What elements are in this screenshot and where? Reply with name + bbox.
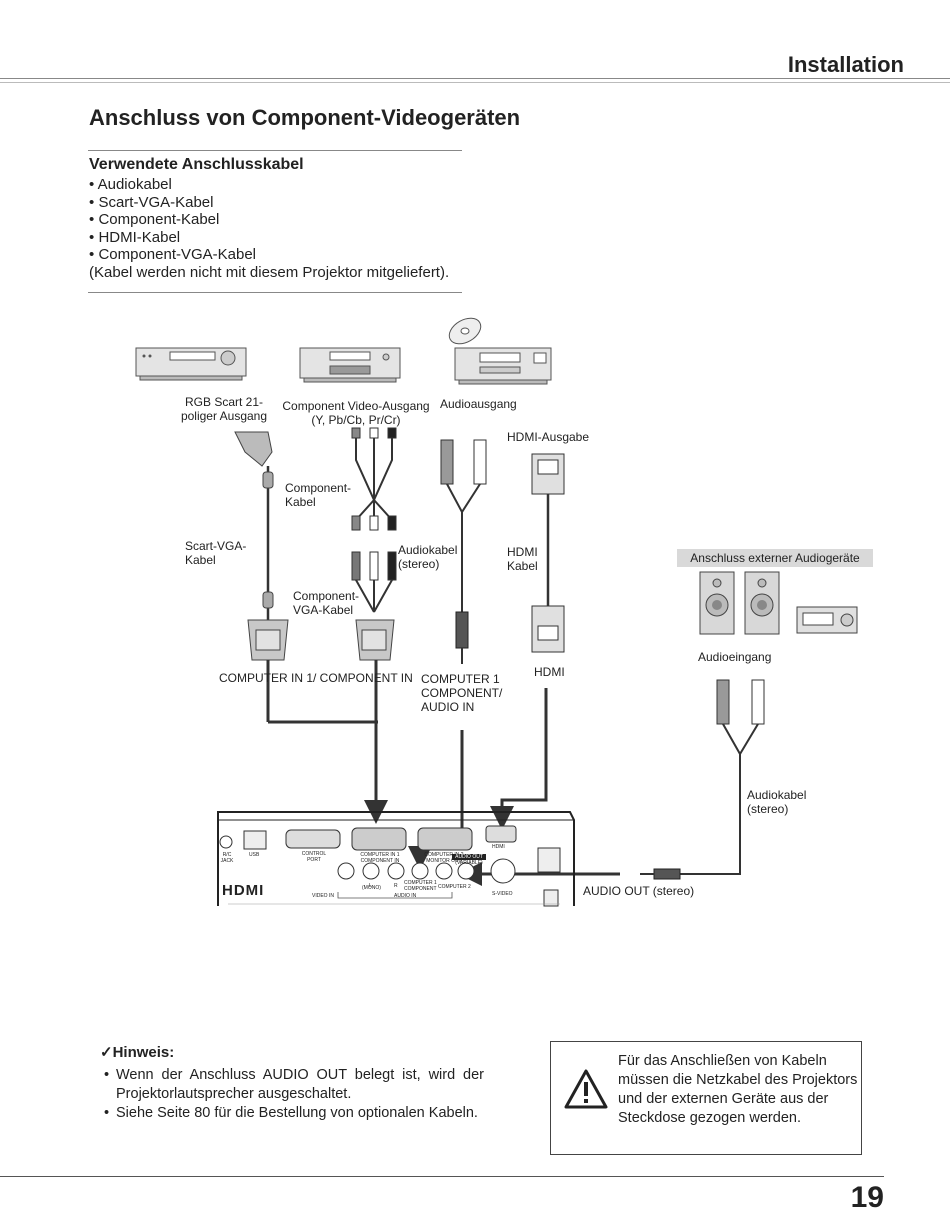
component-vga-cable-label: Component-VGA-Kabel	[293, 589, 360, 617]
cables-note: (Kabel werden nicht mit diesem Projektor…	[89, 263, 450, 281]
panel-l: L	[369, 883, 372, 889]
warning-box: Für das Anschließen von Kabeln müssen di…	[550, 1041, 862, 1155]
footer-rule	[0, 1176, 884, 1177]
scart-out-label: RGB Scart 21-poliger Ausgang	[180, 395, 268, 423]
amplifier-icon	[796, 606, 858, 634]
page-number: 19	[850, 1181, 884, 1214]
panel-hdmi-logo: HDMI	[222, 882, 265, 899]
scart-vga-cable-label: Scart-VGA-Kabel	[185, 539, 247, 567]
page-title: Anschluss von Component-Videogeräten	[89, 105, 521, 130]
component-video-device-icon	[299, 347, 401, 383]
panel-comp2: COMPUTER 2	[438, 884, 471, 890]
component-out-label: Component Video-Ausgang(Y, Pb/Cb, Pr/Cr)	[282, 399, 430, 427]
audio-out-stereo-label: AUDIO OUT (stereo)	[583, 884, 695, 898]
cables-list: • Audiokabel • Scart-VGA-Kabel • Compone…	[89, 176, 449, 282]
section-title: Installation	[787, 52, 904, 77]
warning-triangle-icon	[564, 1069, 608, 1109]
audio-out-label: Audioausgang	[440, 397, 517, 411]
note-item: •Siehe Seite 80 für die Bestellung von o…	[104, 1105, 478, 1121]
check-icon: ✓	[100, 1044, 113, 1061]
component-cable-icon	[268, 427, 397, 824]
note-item: •Wenn der Anschluss AUDIO OUT belegt ist…	[104, 1067, 484, 1102]
panel-variable: (VARIABLE)	[455, 860, 483, 866]
cable-item: • Audiokabel	[89, 176, 172, 193]
hdmi-port-label: HDMI	[534, 665, 565, 679]
cable-item: • Scart-VGA-Kabel	[89, 193, 214, 211]
panel-video-in: VIDEO IN	[312, 893, 334, 899]
note-heading: ✓Hinweis:	[100, 1044, 175, 1061]
header-rule	[0, 78, 950, 79]
cables-rule-top	[88, 150, 462, 151]
panel-s-video: S-VIDEO	[492, 891, 513, 897]
audio-cable-icon	[408, 439, 487, 870]
speakers-icon	[699, 571, 780, 635]
audio-player-icon	[448, 317, 552, 385]
panel-audio-out: AUDIO OUT	[452, 854, 486, 860]
scart-device-icon	[135, 347, 247, 381]
hdmi-out-label: HDMI-Ausgabe	[507, 430, 590, 444]
external-audio-title: Anschluss externer Audiogeräte	[677, 549, 873, 567]
cable-item: • Component-Kabel	[89, 211, 220, 229]
audio-input-label: Audioeingang	[698, 650, 772, 664]
panel-usb: USB	[249, 852, 260, 858]
external-audio-cable-icon	[458, 679, 765, 886]
computer-in-label: COMPUTER IN 1/ COMPONENT IN	[219, 671, 413, 685]
note-list: •Wenn der Anschluss AUDIO OUT belegt ist…	[104, 1066, 484, 1123]
projector-panel	[217, 811, 575, 907]
audio-cable-label: Audiokabel(stereo)	[398, 543, 458, 571]
header-rule-thin	[0, 82, 950, 83]
external-audio-cable-label: Audiokabel(stereo)	[747, 788, 807, 816]
component-cable-label: Component-Kabel	[285, 481, 352, 509]
panel-hdmi: HDMI	[492, 844, 505, 850]
panel-r: R	[394, 883, 398, 889]
cables-heading: Verwendete Anschlusskabel	[89, 156, 304, 173]
cables-rule-bottom	[88, 292, 462, 293]
warning-text: Für das Anschließen von Kabeln müssen di…	[618, 1053, 858, 1126]
panel-audio-in: AUDIO IN	[394, 893, 417, 899]
panel-mono: (MONO)	[362, 885, 381, 891]
hdmi-cable-icon	[490, 453, 565, 830]
cable-item: • HDMI-Kabel	[89, 228, 181, 246]
scart-vga-cable-icon	[234, 431, 289, 722]
cable-item: • Component-VGA-Kabel	[89, 246, 257, 264]
